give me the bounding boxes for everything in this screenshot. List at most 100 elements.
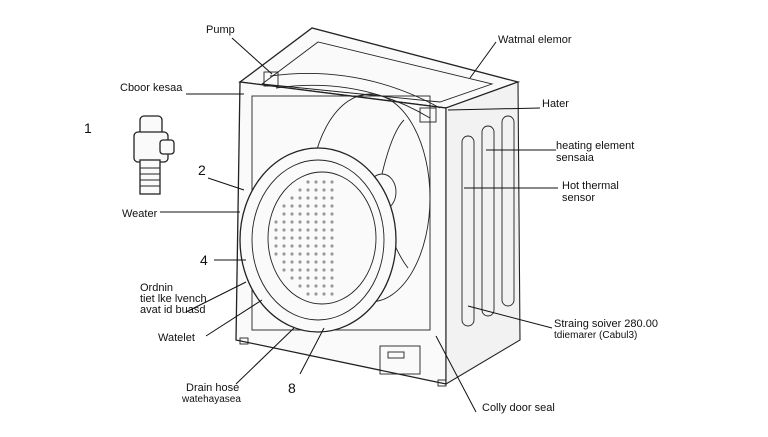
drum-hole [290,212,294,216]
drum-hole [330,180,334,184]
drum-hole [330,204,334,208]
service-flap [379,345,421,375]
drum-hole [306,244,310,248]
callout-number-1: 1 [84,120,92,136]
drum-hole [322,284,326,288]
drum-hole [306,276,310,280]
drum-hole [298,260,302,264]
foot-right [437,379,447,387]
label-heating-2: sensaia [556,152,594,164]
drum-hole [314,292,318,296]
door-ring-inner [267,171,377,305]
drum-hole [282,212,286,216]
top-rail-2 [275,84,431,119]
drum-hole [314,268,318,272]
drum-hole [306,220,310,224]
drum-hole [290,204,294,208]
drum-hole [274,236,278,240]
drum-hole [306,228,310,232]
drum-hole [314,204,318,208]
rail-block-right [419,107,437,123]
top-rail [269,72,441,109]
label-colly-door-seal: Colly door seal [482,402,555,414]
side-ribs [461,115,515,327]
drum-hole [290,260,294,264]
label-weater: Weater [122,208,158,220]
drum-hole [322,236,326,240]
drum-hole [298,268,302,272]
drum-hole [306,236,310,240]
drum-hole [274,252,278,256]
valve-part [133,115,175,195]
rail-block-left [263,71,279,87]
drum-hole [314,220,318,224]
drum-hole [322,180,326,184]
drum-hole [282,244,286,248]
drum-hole [306,268,310,272]
drum-hole [330,212,334,216]
drum-hole [298,228,302,232]
drum-hole [330,236,334,240]
drum-hole [322,276,326,280]
drum-hole [330,188,334,192]
label-hot-1: Hot thermal [562,180,619,192]
drum-hole [322,228,326,232]
drum-hole [306,180,310,184]
drum-hole [274,220,278,224]
label-watmal-elemor: Watmal elemor [498,34,572,46]
drum-hole [314,252,318,256]
service-flap-slot [387,351,405,359]
leader-lines [160,37,558,413]
label-drain-hose-sub: watehayasea [182,394,241,405]
drum-hole [322,220,326,224]
drum-hole [282,252,286,256]
drum-hole [322,260,326,264]
foot-left [239,337,249,345]
drum-hole [298,244,302,248]
drum-hole [282,260,286,264]
drum-hole [290,276,294,280]
drum-hole [322,252,326,256]
callout-number-2: 2 [198,162,206,178]
door-ring-outer [239,147,397,333]
drum-hole [314,244,318,248]
label-ordrain-2: tiet lke lvench [140,293,207,305]
drum-hole [282,228,286,232]
label-hot-2: sensor [562,192,596,204]
drum-hole [274,244,278,248]
drum-hole [314,188,318,192]
rear-drum-spoke-1 [381,119,405,175]
drum-hole [298,276,302,280]
drum-hole [306,292,310,296]
drum-hole [298,236,302,240]
drum-hole [290,220,294,224]
drum-hole [322,188,326,192]
drum-hole [298,196,302,200]
drum-hole [330,260,334,264]
door-ring-mid [251,159,385,321]
label-pump: Pump [206,24,235,36]
drum-hole [306,212,310,216]
drum-hole [298,188,302,192]
drum-hole [290,252,294,256]
drum-hole [330,292,334,296]
drum-hole [290,196,294,200]
label-door-kessa: Cboor kesaa [120,82,183,94]
label-ordrain-3: avat id buasd [140,304,206,316]
label-drain-hose: Drain hose [186,382,240,394]
drum-hole [322,212,326,216]
drum-hole [330,276,334,280]
drum-hole [290,228,294,232]
drum-hole [314,228,318,232]
drum-hole [290,236,294,240]
drum-hole [306,188,310,192]
drum-hole [314,180,318,184]
label-hater: Hater [542,98,569,110]
label-watelet: Watelet [158,332,195,344]
drum-hole [290,244,294,248]
drum-hole [306,196,310,200]
drum-hole [330,220,334,224]
drum-hole [282,220,286,224]
drum-hole [282,236,286,240]
